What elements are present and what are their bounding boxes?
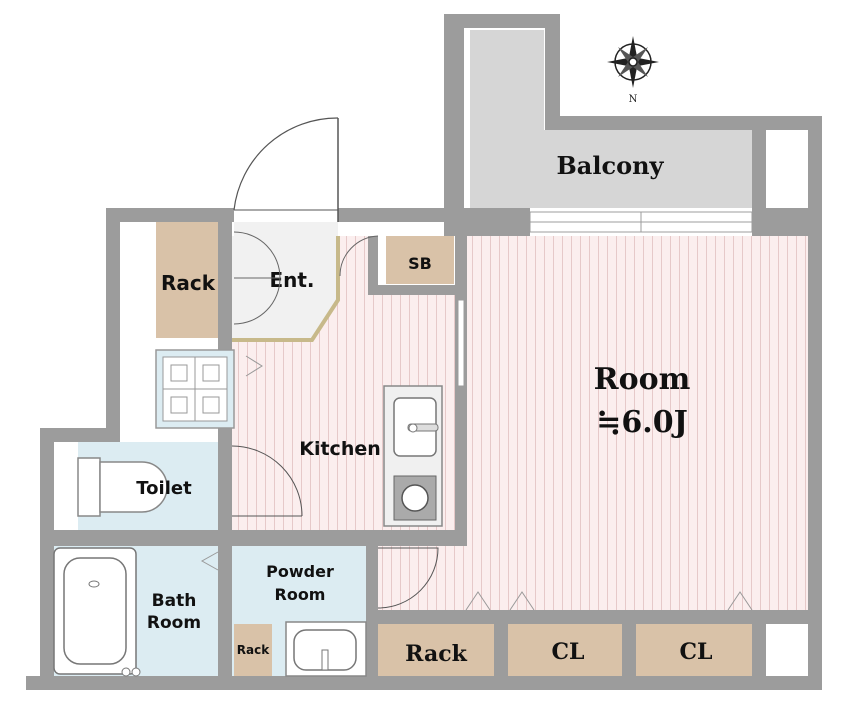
- storage-sb: SB: [339, 235, 454, 284]
- powder-room: Powder Room Rack: [232, 546, 367, 677]
- entrance-label: Ent.: [269, 268, 314, 292]
- toilet-bowl-icon: [99, 461, 168, 513]
- balcony-label: Balcony: [557, 151, 665, 180]
- toilet-tank-icon: [77, 457, 101, 517]
- toilet-label: Toilet: [136, 478, 192, 499]
- closet-2-label: CL: [680, 639, 713, 665]
- kitchen-label: Kitchen: [299, 438, 381, 460]
- sb-label: SB: [408, 254, 432, 273]
- closet-1-label: CL: [552, 639, 585, 665]
- rack-bottom-label: Rack: [405, 641, 467, 667]
- room-size: ≒6.0J: [596, 405, 688, 440]
- compass-icon: N: [607, 36, 659, 105]
- bath-label-line2: Room: [147, 613, 201, 633]
- rack-left-label: Rack: [161, 271, 216, 295]
- closet-2: CL: [636, 591, 753, 676]
- room-door: [377, 547, 439, 609]
- powder-label-line2: Room: [275, 585, 326, 604]
- compass-north-label: N: [629, 94, 638, 105]
- bath-room: Bath Room: [53, 546, 219, 677]
- balcony: Balcony: [470, 30, 753, 233]
- rack-small-label: Rack: [237, 643, 270, 657]
- rack-bottom: Rack: [378, 591, 494, 676]
- rack-small: [234, 624, 272, 676]
- powder-label-line1: Powder: [266, 562, 334, 581]
- room-label: Room: [594, 362, 691, 397]
- rack-left: Rack: [156, 222, 218, 338]
- toilet: Toilet: [77, 442, 303, 530]
- entrance: Ent.: [232, 117, 340, 342]
- bath-label-line1: Bath: [152, 591, 197, 611]
- room: Room ≒6.0J: [467, 236, 808, 610]
- washer-space-icon: [155, 349, 263, 429]
- closet-1: CL: [508, 591, 622, 676]
